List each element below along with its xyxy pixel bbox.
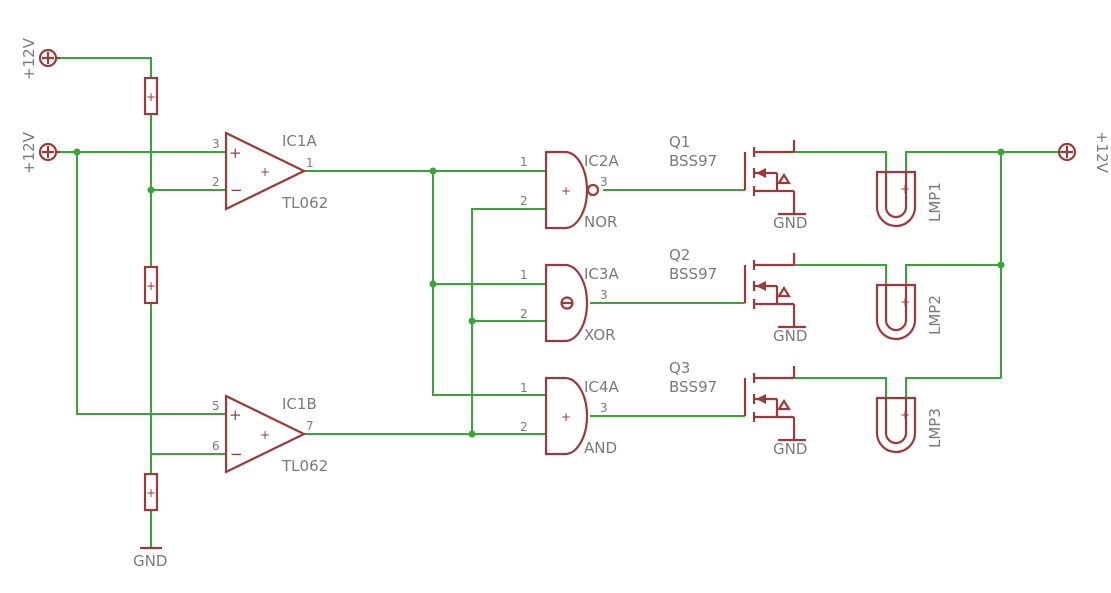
svg-text:+: + bbox=[561, 184, 571, 198]
junction-dot bbox=[429, 167, 437, 175]
svg-text:+: + bbox=[146, 279, 156, 293]
svg-text:2: 2 bbox=[520, 420, 528, 434]
ground-label: GND bbox=[773, 440, 807, 458]
svg-text:1: 1 bbox=[306, 156, 314, 170]
mosfet-value: BSS97 bbox=[669, 378, 717, 396]
mosfet-name: Q1 bbox=[669, 133, 690, 151]
supply-left: +12V bbox=[20, 131, 60, 174]
supply-label: +12V bbox=[20, 131, 38, 174]
lamp-lmp1: + LMP1 bbox=[875, 170, 944, 228]
mosfet-value: BSS97 bbox=[669, 152, 717, 170]
svg-text:2: 2 bbox=[520, 194, 528, 208]
svg-text:3: 3 bbox=[600, 175, 608, 189]
mosfet-q2: Q2 BSS97 GND bbox=[669, 246, 807, 345]
opamp-name: IC1B bbox=[282, 395, 317, 413]
gate-ic3a-xor: 1 2 3 IC3A XOR bbox=[520, 263, 619, 344]
svg-text:6: 6 bbox=[212, 439, 220, 453]
gate-type: AND bbox=[584, 439, 617, 457]
resistor-top: + bbox=[143, 76, 159, 116]
svg-text:3: 3 bbox=[600, 401, 608, 415]
junction-dot bbox=[73, 148, 81, 156]
ground-label: GND bbox=[133, 552, 167, 570]
opamp-value: TL062 bbox=[281, 457, 328, 475]
resistor-bottom: + bbox=[143, 472, 159, 512]
junction-dots bbox=[73, 148, 1005, 438]
wires bbox=[58, 57, 1068, 548]
gate-name: IC4A bbox=[584, 378, 619, 396]
svg-text:+: + bbox=[561, 410, 571, 424]
svg-text:1: 1 bbox=[520, 155, 528, 169]
supply-label: +12V bbox=[20, 37, 38, 80]
opamp-ic1b: + − + 5 6 7 IC1B TL062 bbox=[212, 394, 328, 475]
gate-ic4a-and: + 1 2 3 IC4A AND bbox=[520, 376, 619, 457]
svg-text:+: + bbox=[900, 182, 910, 196]
svg-text:1: 1 bbox=[520, 268, 528, 282]
lamp-name: LMP2 bbox=[926, 295, 944, 335]
gate-ic2a-nor: + 1 2 3 IC2A NOR bbox=[520, 150, 619, 231]
junction-dot bbox=[468, 317, 476, 325]
svg-text:2: 2 bbox=[212, 175, 220, 189]
svg-text:+: + bbox=[260, 428, 270, 442]
resistor-middle: + bbox=[143, 265, 159, 305]
svg-text:+: + bbox=[146, 486, 156, 500]
opamp-name: IC1A bbox=[282, 132, 317, 150]
ground-label: GND bbox=[773, 327, 807, 345]
gate-name: IC2A bbox=[584, 152, 619, 170]
gate-type: NOR bbox=[584, 213, 617, 231]
mosfet-value: BSS97 bbox=[669, 265, 717, 283]
opamp-ic1a: + − + 3 2 1 IC1A TL062 bbox=[212, 131, 328, 212]
supply-right: +12V bbox=[1057, 131, 1111, 174]
mosfet-q1: Q1 BSS97 GND bbox=[669, 133, 807, 232]
gate-type: XOR bbox=[584, 326, 616, 344]
svg-text:3: 3 bbox=[212, 137, 220, 151]
mosfet-q3: Q3 BSS97 GND bbox=[669, 359, 807, 458]
supply-top: +12V bbox=[20, 37, 60, 80]
svg-text:+: + bbox=[146, 90, 156, 104]
lamp-name: LMP1 bbox=[926, 182, 944, 222]
lamp-name: LMP3 bbox=[926, 408, 944, 448]
minus-sign: − bbox=[230, 445, 243, 463]
minus-sign: − bbox=[230, 181, 243, 199]
svg-text:2: 2 bbox=[520, 307, 528, 321]
junction-dot bbox=[997, 261, 1005, 269]
mosfet-name: Q2 bbox=[669, 246, 690, 264]
lamp-lmp2: + LMP2 bbox=[875, 283, 944, 341]
svg-text:3: 3 bbox=[600, 288, 608, 302]
plus-sign: + bbox=[229, 406, 242, 424]
svg-text:+: + bbox=[260, 165, 270, 179]
svg-text:1: 1 bbox=[520, 381, 528, 395]
ground-left: GND bbox=[133, 546, 167, 570]
opamp-value: TL062 bbox=[281, 194, 328, 212]
junction-dot bbox=[997, 148, 1005, 156]
lamp-lmp3: + LMP3 bbox=[875, 396, 944, 454]
junction-dot bbox=[429, 280, 437, 288]
plus-sign: + bbox=[229, 144, 242, 162]
svg-text:5: 5 bbox=[212, 399, 220, 413]
mosfet-name: Q3 bbox=[669, 359, 690, 377]
supply-label: +12V bbox=[1093, 131, 1111, 174]
svg-text:7: 7 bbox=[306, 419, 314, 433]
gate-name: IC3A bbox=[584, 265, 619, 283]
junction-dot bbox=[147, 186, 155, 194]
ground-label: GND bbox=[773, 214, 807, 232]
svg-text:+: + bbox=[900, 295, 910, 309]
svg-text:+: + bbox=[900, 408, 910, 422]
junction-dot bbox=[468, 430, 476, 438]
